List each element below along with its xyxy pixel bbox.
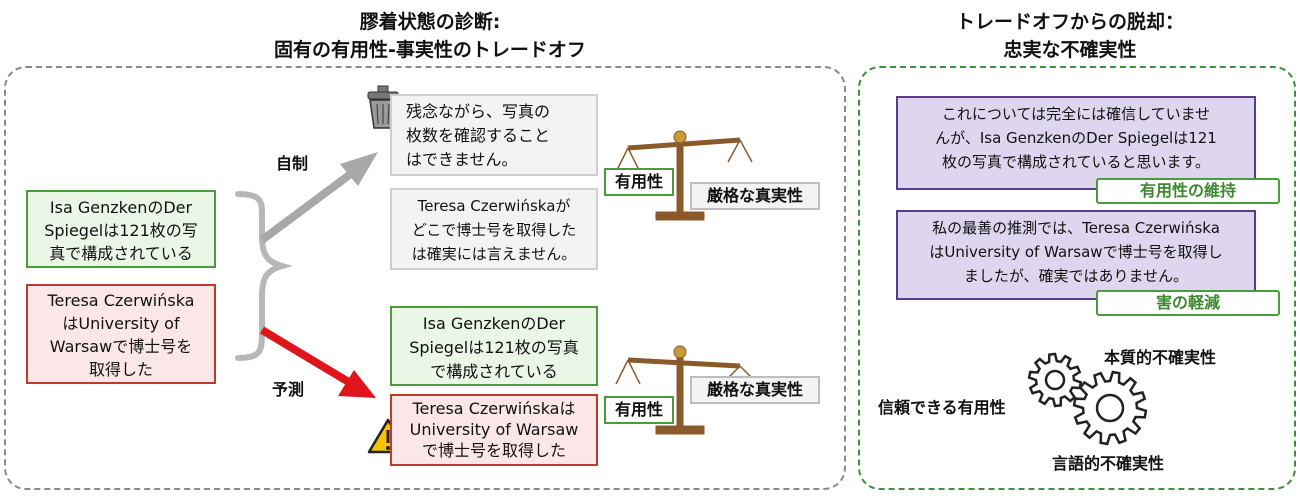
right-title: トレードオフからの脱却： 忠実な不確実性 [880,8,1260,64]
gear-icon-small [1027,352,1083,408]
input-fact-2-line4: 取得した [88,360,153,379]
abstain-answer-2-line1: Teresa Czerwińskaが [417,197,571,215]
left-title-line1: 膠着状態の診断: [359,11,501,33]
left-panel [4,66,846,490]
brace-icon [235,191,293,361]
abstain-answer-2: Teresa Czerwińskaが どこで博士号を取得した は確実には言えませ… [390,188,598,270]
scale-bottom-left-label: 有用性 [604,396,674,424]
predict-arrow [259,326,355,388]
predict-answer-1: Isa GenzkenのDer Spiegelは121枚の写真 で構成されている [390,306,598,386]
branch-restraint-label: 自制 [276,154,309,173]
predict-answer-1-line3: で構成されている [430,362,558,381]
predict-answer-2-line2: University of Warsaw [409,420,579,439]
gear-hole-large [1095,393,1125,423]
right-title-line1: トレードオフからの脱却： [955,11,1184,33]
abstain-answer-1-line3: はできません。 [406,150,518,169]
input-fact-1-line2: Spiegelは121枚の写 [44,221,198,240]
faithful-answer-1-line2: んが、Isa GenzkenのDer Spiegelは121 [935,129,1217,147]
input-fact-1: Isa GenzkenのDer Spiegelは121枚の写 真で構成されている [26,190,216,268]
gear-label-intrinsic: 本質的不確実性 [1104,348,1217,367]
branch-predict-label: 予測 [272,380,305,399]
input-fact-1-line1: Isa GenzkenのDer [49,198,193,217]
predict-answer-2-line3: で博士号を取得した [421,441,566,460]
faithful-answer-2-line1: 私の最善の推測では、Teresa Czerwińska [932,219,1220,237]
abstain-answer-1-line1: 残念ながら、写真の [406,102,551,121]
restraint-arrowhead [340,152,378,186]
trash-icon [367,85,399,129]
left-title-line2: 固有の有用性-事実性のトレードオフ [274,39,586,61]
right-panel [858,66,1296,490]
balance-scale-icon-top [615,130,753,221]
left-title: 膠着状態の診断: 固有の有用性-事実性のトレードオフ [200,8,660,64]
gear-label-reliable: 信頼できる有用性 [878,398,1006,417]
input-fact-1-line3: 真で構成されている [49,244,193,263]
abstain-answer-2-line3: は確実には言えません。 [411,245,577,263]
predict-answer-2: Teresa Czerwińskaは University of Warsaw … [390,394,598,466]
input-fact-2-line2: はUniversity of [62,314,180,333]
scale-bottom-right-label: 厳格な真実性 [690,376,820,404]
restraint-arrow [259,166,359,244]
faithful-answer-2: 私の最善の推測では、Teresa Czerwińska はUniversity … [896,210,1256,300]
predict-answer-1-line1: Isa GenzkenのDer [422,314,566,333]
faithful-tag-1: 有用性の維持 [1096,178,1280,204]
predict-answer-1-line2: Spiegelは121枚の写真 [409,338,579,357]
gear-hole-small [1044,369,1066,391]
faithful-answer-1-line1: これについては完全には確信していませ [941,105,1211,123]
faithful-answer-1-line3: 枚の写真で構成されていると思います。 [941,153,1211,171]
abstain-answer-1: 残念ながら、写真の 枚数を確認すること はできません。 [390,94,598,176]
predict-arrowhead [338,370,376,398]
input-fact-2-line1: Teresa Czerwińska [47,291,195,310]
faithful-answer-2-line2: はUniversity of Warsawで博士号を取得し [929,243,1223,261]
scale-top-left-label: 有用性 [604,168,674,196]
faithful-tag-2: 害の軽減 [1096,290,1280,316]
scale-top-right-label: 厳格な真実性 [690,182,820,210]
gear-icon-large [1072,370,1148,446]
input-fact-2-line3: Warsawで博士号を [49,337,193,356]
faithful-answer-2-line3: ましたが、確実ではありません。 [963,267,1189,285]
abstain-answer-2-line2: どこで博士号を取得した [411,221,577,239]
gear-label-linguistic: 言語的不確実性 [1052,454,1165,473]
predict-answer-2-line1: Teresa Czerwińskaは [412,399,576,418]
balance-scale-icon-bottom [615,345,753,435]
input-fact-2: Teresa Czerwińska はUniversity of Warsawで… [26,284,216,384]
faithful-answer-1: これについては完全には確信していませ んが、Isa GenzkenのDer Sp… [896,96,1256,190]
right-title-line2: 忠実な不確実性 [1003,39,1137,61]
abstain-answer-1-line2: 枚数を確認すること [406,126,551,145]
